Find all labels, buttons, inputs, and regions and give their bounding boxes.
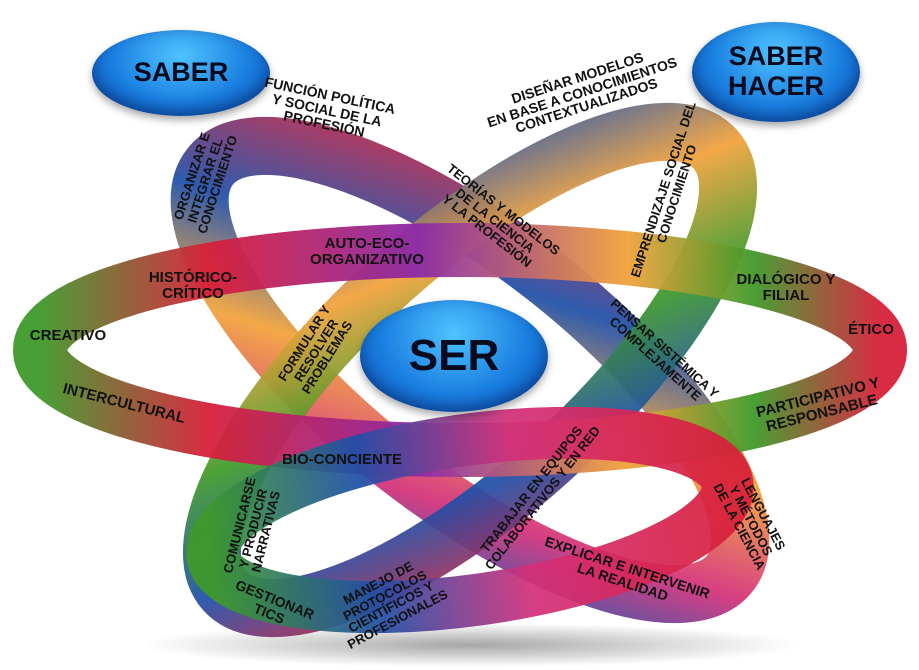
- label-bio-conciente: BIO-CONCIENTE: [282, 451, 402, 468]
- label-etico: ÉTICO: [848, 321, 894, 338]
- saber-hacer-label-line1: SABER: [728, 41, 824, 72]
- saber-hacer-bubble: SABER HACER: [692, 22, 860, 122]
- ribbon-ring-lower: [186, 406, 754, 634]
- label-dialogico: DIALÓGICO Y FILIAL: [736, 271, 836, 304]
- label-creativo: CREATIVO: [29, 327, 107, 344]
- saber-bubble: SABER: [92, 30, 270, 116]
- saber-label: SABER: [133, 57, 229, 88]
- ser-bubble: SER: [360, 300, 548, 412]
- label-historico: HISTÓRICO- CRÍTICO: [148, 269, 238, 302]
- saber-hacer-label-line2: HACER: [727, 71, 824, 101]
- label-auto-eco: AUTO-ECO- ORGANIZATIVO: [310, 235, 424, 268]
- ser-label: SER: [408, 330, 500, 380]
